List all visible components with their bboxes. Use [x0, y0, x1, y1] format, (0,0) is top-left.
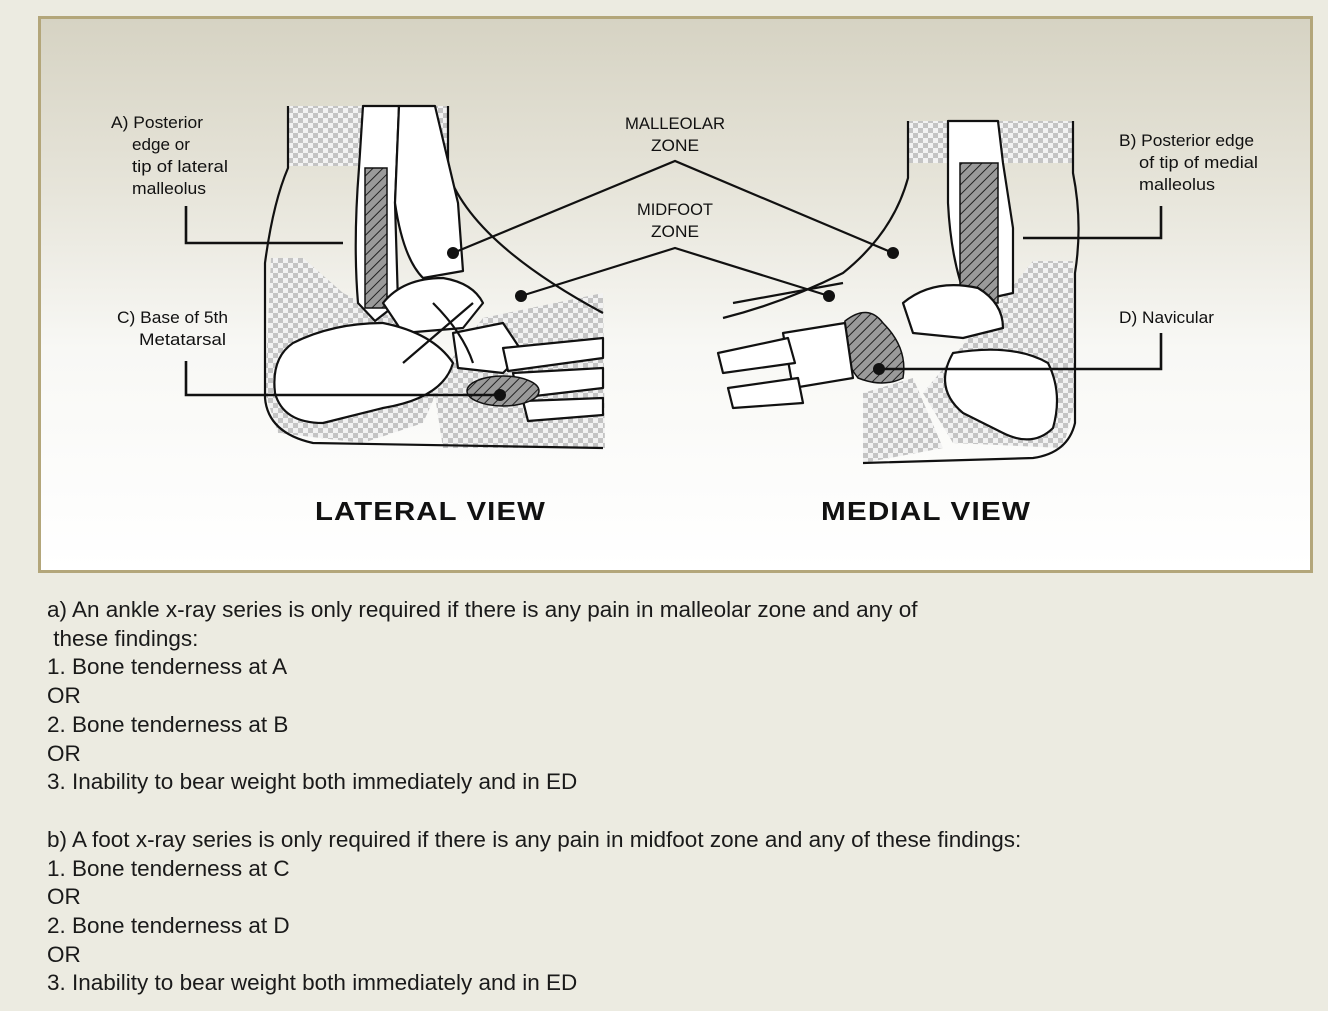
ankle-or1: OR	[47, 682, 1307, 711]
label-malleolar-line2: ZONE	[651, 136, 699, 155]
foot-or1: OR	[47, 883, 1307, 912]
lateral-view-title: LATERAL VIEW	[315, 496, 546, 526]
foot-item2: 2. Bone tenderness at D	[47, 912, 1307, 941]
label-midfoot-line2: ZONE	[651, 222, 699, 241]
medial-midfoot-dot	[823, 290, 835, 302]
label-b-line1: B) Posterior edge	[1119, 131, 1254, 150]
label-b-line3: malleolus	[1139, 175, 1215, 194]
label-a-line4: malleolus	[132, 179, 206, 198]
ankle-item2: 2. Bone tenderness at B	[47, 711, 1307, 740]
medial-malleolar-dot	[887, 247, 899, 259]
label-a-line1: A) Posterior	[111, 113, 203, 132]
lateral-midfoot-dot	[515, 290, 527, 302]
figure-frame: A) Posterior edge or tip of lateral mall…	[38, 16, 1313, 573]
lateral-foot-illustration	[265, 106, 605, 448]
ankle-item1: 1. Bone tenderness at A	[47, 653, 1307, 682]
leader-a	[186, 206, 343, 243]
ankle-intro-line1: a) An ankle x-ray series is only require…	[47, 596, 1307, 625]
lateral-malleolar-dot	[447, 247, 459, 259]
medial-metatarsal-1	[718, 338, 795, 373]
foot-item1: 1. Bone tenderness at C	[47, 855, 1307, 884]
foot-intro: b) A foot x-ray series is only required …	[47, 826, 1307, 855]
section-gap	[47, 797, 1307, 826]
label-c-line1: C) Base of 5th	[117, 308, 228, 327]
ottawa-ankle-diagram: A) Posterior edge or tip of lateral mall…	[41, 19, 1310, 570]
label-midfoot-line1: MIDFOOT	[637, 200, 713, 219]
ottawa-criteria-text: a) An ankle x-ray series is only require…	[47, 596, 1307, 998]
label-a-line3: tip of lateral	[132, 157, 228, 176]
lateral-malleolus-hatch	[365, 168, 387, 308]
label-c-line2: Metatarsal	[139, 330, 226, 349]
leader-b	[1023, 206, 1161, 238]
label-a-line2: edge or	[132, 135, 190, 154]
medial-view-title: MEDIAL VIEW	[821, 496, 1031, 526]
medial-malleolus-hatch	[960, 163, 998, 303]
ankle-item3: 3. Inability to bear weight both immedia…	[47, 768, 1307, 797]
label-malleolar-line1: MALLEOLAR	[625, 114, 725, 133]
medial-foot-illustration	[718, 121, 1079, 463]
foot-or2: OR	[47, 941, 1307, 970]
ankle-intro-line2: these findings:	[47, 625, 1307, 654]
ankle-or2: OR	[47, 740, 1307, 769]
foot-item3: 3. Inability to bear weight both immedia…	[47, 969, 1307, 998]
label-d-line1: D) Navicular	[1119, 308, 1214, 327]
label-b-line2: of tip of medial	[1139, 153, 1258, 172]
medial-metatarsal-2	[728, 378, 803, 408]
